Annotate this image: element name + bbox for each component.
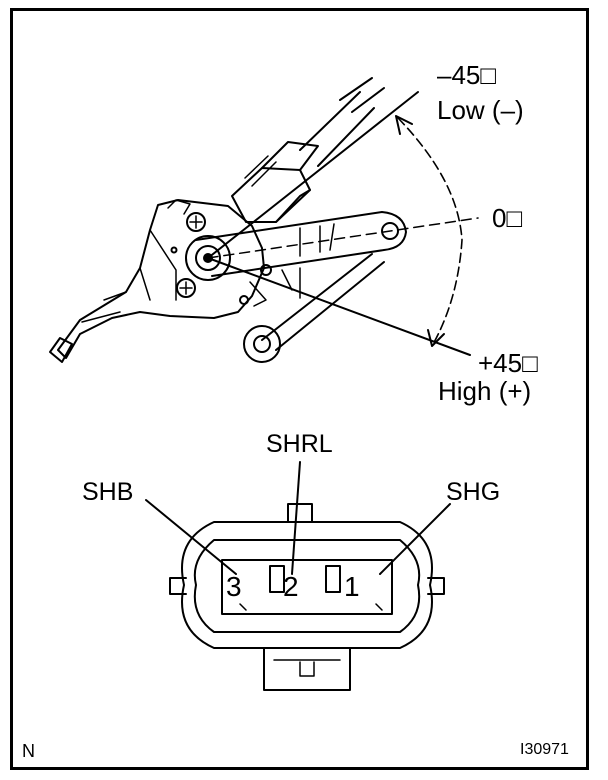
high-reference-line [207,257,471,356]
harness-connector [231,167,311,223]
pin-divider [269,565,285,593]
pin-name-shb: SHB [82,478,134,506]
pin-divider [325,565,341,593]
leader-shb [145,499,237,575]
high-direction-label: High (+) [438,376,532,406]
leader-shrl [291,461,301,575]
low-angle-label: –45□ [437,60,497,90]
leader-shg [379,503,451,575]
pin-number-1: 1 [344,571,360,602]
pin-number-2: 2 [283,571,299,602]
low-direction-label: Low (–) [437,95,524,125]
connector-inner-shell [193,539,421,633]
linkage-rod [261,253,385,351]
top-lock-tab [287,503,313,523]
connector-face [145,461,451,691]
locking-latch [263,647,351,691]
zero-angle-label: 0□ [492,203,523,233]
terminal-block [221,559,393,615]
sensor-arm [195,211,407,277]
low-reference-line [207,91,419,259]
high-angle-label: +45□ [478,348,538,378]
figure-frame [10,8,589,770]
angle-arc [397,117,463,347]
pin-name-shg: SHG [446,478,501,506]
pin-number-3: 3 [226,571,242,602]
pin-name-shrl: SHRL [266,430,333,458]
bracket-plate [57,199,265,359]
sensor-pivot [185,235,231,281]
corner-mark: N [22,741,35,761]
height-sensor-assembly [49,77,479,363]
zero-reference-line [207,217,479,259]
harness-wire [299,91,375,167]
figure-id: I30971 [520,741,569,758]
connector-outer-shell [181,521,433,649]
